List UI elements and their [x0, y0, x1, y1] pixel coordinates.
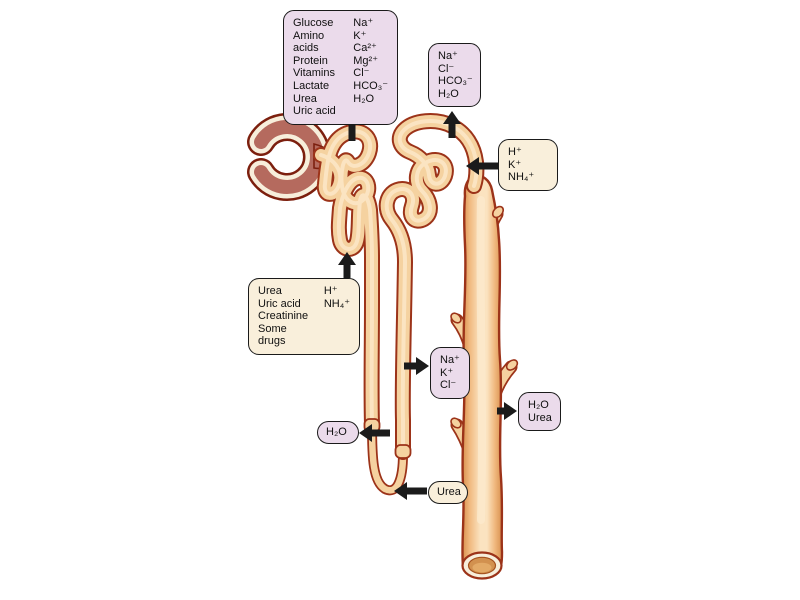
substance-label: Creatinine [258, 310, 309, 323]
substance-label: Urea [437, 486, 461, 498]
ion-list: Na⁺Cl⁻HCO₃⁻H₂O [438, 50, 473, 100]
duct-highlight [476, 196, 486, 524]
ion-list: Na⁺K⁺Ca²⁺Mg²⁺Cl⁻HCO₃⁻H₂O [353, 17, 388, 118]
box-thin-loop-secreted: Urea [428, 481, 468, 504]
substance-label: H₂O [353, 92, 375, 105]
box-duct-secreted: H⁺K⁺NH₄⁺ [498, 139, 558, 191]
substance-label: Vitamins [293, 67, 335, 80]
ion-list: H₂O [326, 426, 347, 439]
substance-label: Urea [293, 92, 317, 105]
substance-label: Urea [528, 411, 552, 424]
box-descending-reabsorbed: H₂O [317, 421, 359, 444]
substance-label: Mg²⁺ [353, 54, 379, 67]
arrow-thin-loop-secretion [394, 482, 427, 500]
substance-label: K⁺ [508, 158, 522, 171]
substance-label: H₂O [528, 399, 549, 411]
substance-list: Urea [437, 486, 461, 499]
substance-label: Amino acids [293, 29, 325, 55]
substance-label: H₂O [438, 87, 459, 100]
substance-label: Lactate [293, 79, 330, 92]
arrow-duct-reabsorption [497, 402, 517, 420]
substance-label: Ca²⁺ [353, 42, 377, 55]
arrow-descending-reabsorption [359, 424, 390, 442]
branch-openings [450, 205, 519, 429]
arrow-dct-reabsorption [443, 111, 461, 138]
arrow-ascending-reabsorption [404, 357, 429, 375]
substance-label: K⁺ [440, 366, 454, 379]
substance-label: NH₄⁺ [508, 171, 535, 184]
ion-list: H⁺NH₄⁺ [324, 285, 350, 348]
substance-label: H₂O [326, 426, 347, 438]
substance-label: Glucose [293, 17, 334, 29]
substance-label: Cl⁻ [440, 379, 457, 392]
substance-label: Cl⁻ [438, 62, 455, 75]
ascending-collar [394, 444, 412, 459]
substance-label: Some drugs [258, 322, 287, 348]
box-ascending-reabsorbed: Na⁺K⁺Cl⁻ [430, 347, 470, 399]
substance-label: H⁺ [508, 146, 522, 158]
ascending-limb-distal-tubule [387, 121, 477, 458]
substance-label: Protein [293, 54, 328, 67]
collecting-duct [461, 174, 504, 580]
substance-label: Urea [258, 285, 282, 297]
substance-label: K⁺ [353, 29, 367, 42]
duct-opening-shine [472, 562, 492, 573]
box-dct-reabsorbed: Na⁺Cl⁻HCO₃⁻H₂O [428, 43, 481, 108]
substance-label: Na⁺ [438, 50, 458, 62]
substance-label: HCO₃⁻ [353, 79, 388, 92]
substance-label: Cl⁻ [353, 67, 370, 80]
substance-label: NH₄⁺ [323, 297, 350, 310]
substance-label: Na⁺ [440, 354, 460, 366]
substance-label: Uric acid [258, 297, 301, 310]
substance-label: HCO₃⁻ [438, 75, 473, 88]
substance-label: H⁺ [323, 285, 338, 297]
ion-list: H⁺K⁺NH₄⁺ [508, 146, 534, 184]
arrow-pct-secretion [338, 252, 356, 278]
arrow-duct-secretion [466, 157, 498, 175]
ion-list: Na⁺K⁺Cl⁻ [440, 354, 460, 392]
substance-label: Na⁺ [353, 17, 374, 29]
substance-label: Uric acid [293, 105, 336, 118]
